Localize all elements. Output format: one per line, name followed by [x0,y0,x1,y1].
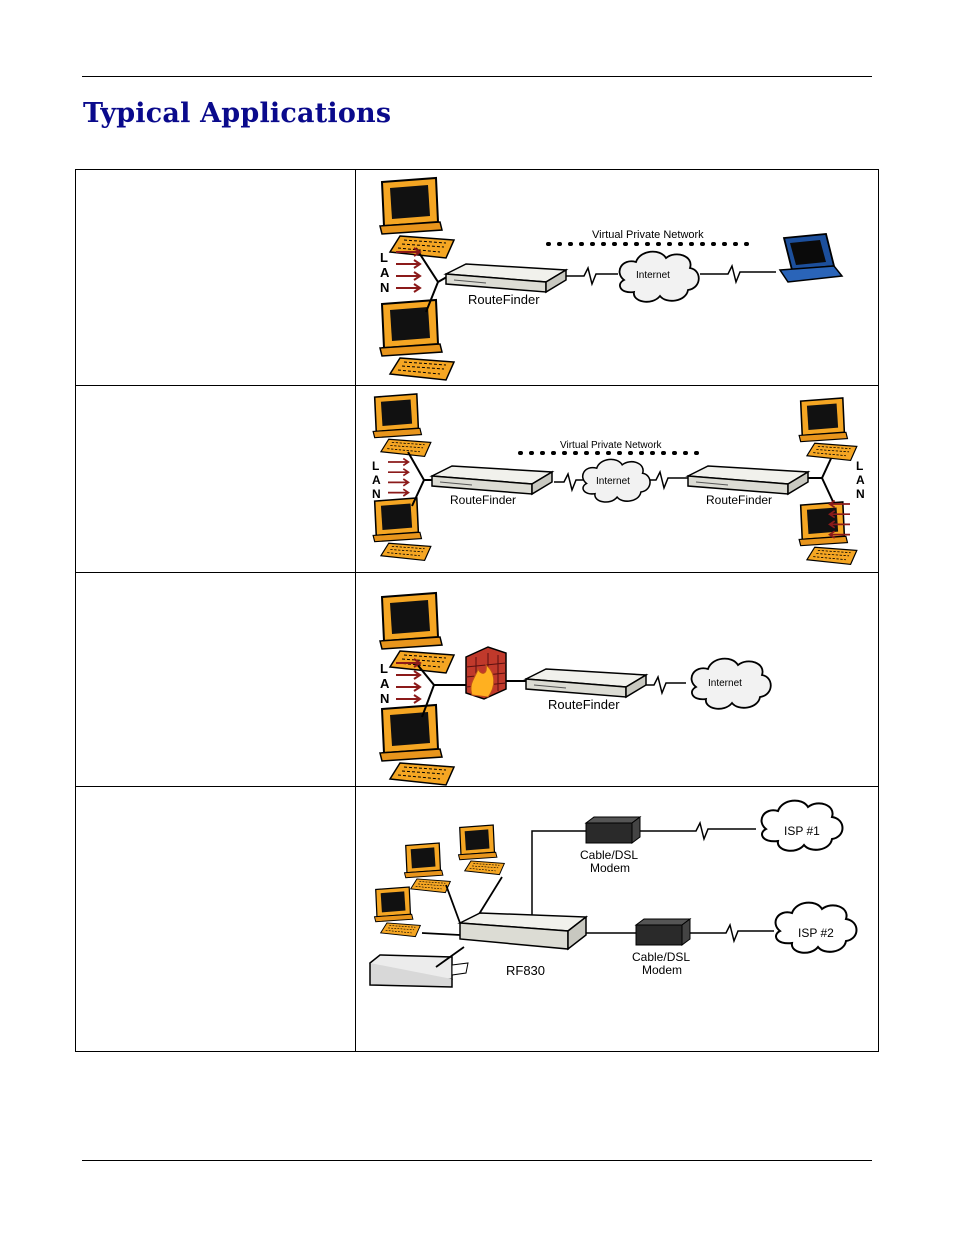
router-icon [457,912,589,951]
isp-label: ISP #1 [784,824,820,838]
modem-label: Modem [590,861,630,875]
device-label-left: RouteFinder [450,493,516,507]
computer-icon [798,501,858,566]
modem-icon [584,816,642,844]
modem-label: Cable/DSL [580,848,638,862]
lan-letter: N [380,691,389,706]
lan-letter: A [372,473,381,487]
diagram-cell: L A N RouteFinder Internet [355,572,879,787]
lan-arrows-icon [387,457,410,497]
lan-letter: N [856,487,865,501]
device-label-right: RouteFinder [706,493,772,507]
diagram-cell: RF830 Cable/DSL Modem ISP #1 [355,786,879,1052]
cloud-label: Internet [636,270,670,281]
header-rule [82,76,872,77]
cloud-label: Internet [596,476,630,487]
device-label: RouteFinder [548,697,620,712]
computer-icon [372,393,432,458]
firewall-diagram: L A N RouteFinder Internet [379,592,772,786]
computer-icon [457,824,505,876]
computer-icon [379,177,455,259]
lan-letter: L [856,459,863,473]
isp-cloud-icon [774,901,858,954]
computer-icon [379,299,455,381]
router-icon [445,263,567,293]
computer-icon [373,886,421,938]
vpn-remote-access-diagram: L A N RouteFinder Virtual Private Networ… [379,177,844,381]
router-icon [431,465,553,495]
lan-letter: A [380,676,390,691]
table-row: L A N RouteFinder Internet [75,572,879,787]
firewall-icon [465,646,507,700]
modem-label: Cable/DSL [632,950,690,964]
description-cell [75,786,356,1052]
modem-label: Modem [642,963,682,977]
description-cell [75,169,356,386]
computer-icon [798,397,858,462]
description-cell [75,385,356,573]
device-label: RF830 [506,963,545,978]
lan-letter: L [380,661,388,676]
lan-letter: A [380,265,390,280]
diagram-cell: L A N RouteFinder Virtual Private Networ… [355,385,879,573]
table-row: L A N RouteFinder Virtual Private Networ… [75,169,879,386]
lan-letter: A [856,473,865,487]
vpn-label: Virtual Private Network [560,440,663,451]
printer-icon [369,954,469,988]
dual-wan-diagram: RF830 Cable/DSL Modem ISP #1 [369,799,858,988]
computer-icon [379,704,455,786]
table-row: RF830 Cable/DSL Modem ISP #1 [75,786,879,1052]
isp-cloud-icon [760,799,844,852]
lan-letter: N [380,280,389,295]
cloud-label: Internet [708,678,742,689]
table-row: L A N RouteFinder Virtual Private Networ… [75,385,879,573]
lan-to-lan-diagram: L A N RouteFinder Virtual Private Networ… [372,393,865,566]
footer-rule [82,1160,872,1161]
modem-icon [634,918,692,946]
isp-label: ISP #2 [798,926,834,940]
lan-letter: N [372,487,381,501]
router-icon [687,465,809,495]
lan-letter: L [372,459,379,473]
router-icon [525,668,647,698]
device-label: RouteFinder [468,292,540,307]
vpn-label: Virtual Private Network [592,229,704,241]
laptop-icon [778,233,844,283]
computer-icon [372,497,432,562]
diagram-cell: L A N RouteFinder Virtual Private Networ… [355,169,879,386]
description-cell [75,572,356,787]
applications-table: L A N RouteFinder Virtual Private Networ… [75,169,879,1052]
computer-icon [403,842,451,894]
lan-letter: L [380,250,388,265]
page-title: Typical Applications [83,98,392,129]
